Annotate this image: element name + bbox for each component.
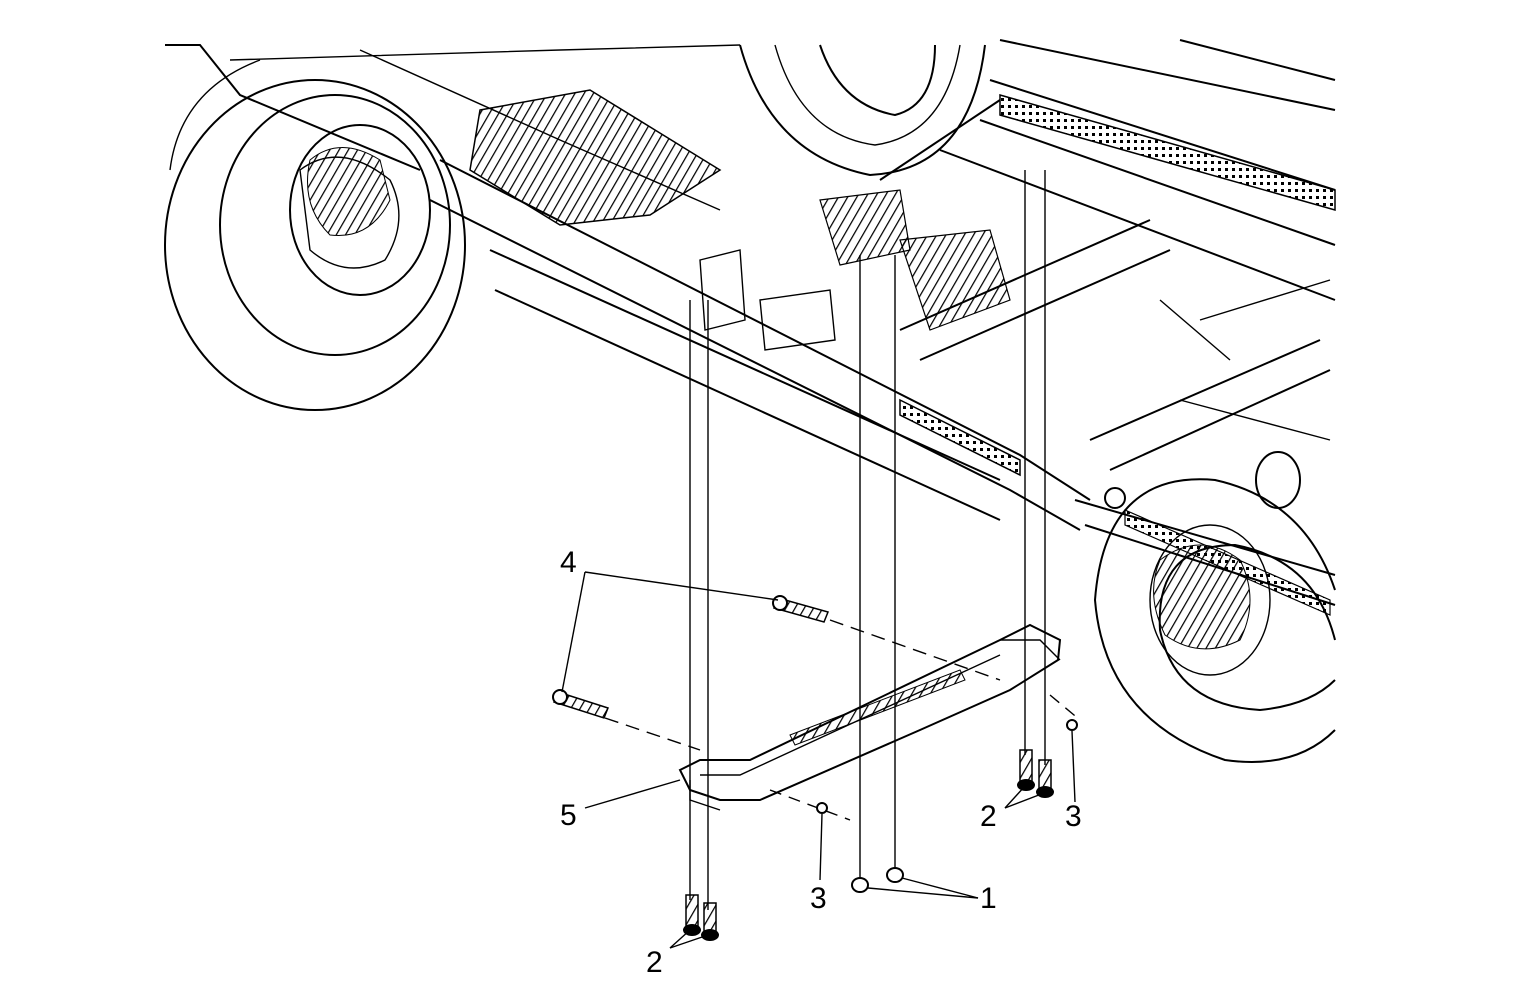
callout-1: 1 — [980, 882, 997, 915]
nuts-item-3 — [816, 719, 1078, 814]
callout-2-right: 2 — [980, 800, 997, 833]
callout-4: 4 — [560, 546, 577, 579]
transmission-crossmember — [678, 623, 1062, 811]
callout-2-lower: 2 — [646, 946, 663, 979]
spare-tire — [739, 44, 986, 177]
leader-lines — [561, 571, 1076, 949]
callout-3-right: 3 — [1065, 800, 1082, 833]
stud-lower — [552, 689, 609, 719]
alignment-lines — [604, 170, 1081, 910]
nuts-item-1 — [851, 867, 904, 893]
front-wheel — [164, 59, 466, 411]
vehicle-frame — [165, 39, 1336, 616]
bolts-right — [1017, 749, 1054, 798]
stud-upper — [772, 595, 830, 623]
bolts-lower-left — [683, 894, 719, 941]
callout-3-lower: 3 — [810, 882, 827, 915]
callout-5: 5 — [560, 799, 577, 832]
